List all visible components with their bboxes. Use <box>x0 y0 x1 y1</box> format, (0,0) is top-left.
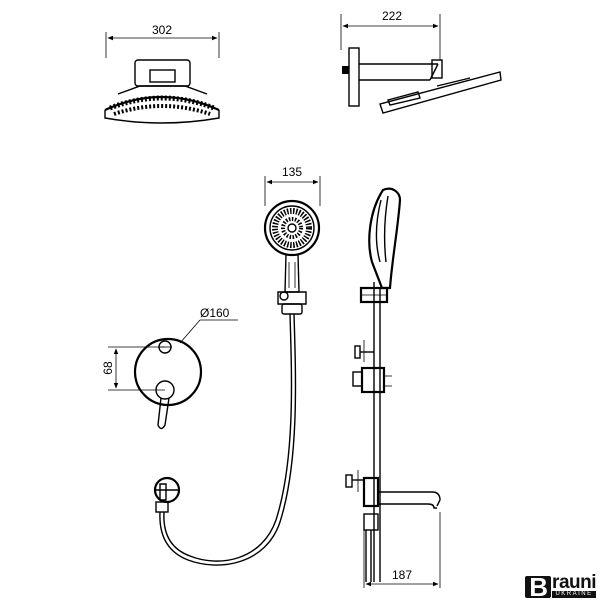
dimension-diameter-label: Ø160 <box>200 306 230 320</box>
hand-shower-assembly: 135 <box>153 165 321 566</box>
wall-outlet <box>153 476 181 513</box>
bath-spout <box>345 470 441 509</box>
shower-column-side-view: 187 <box>345 187 441 588</box>
handshower-spray-face <box>272 208 312 248</box>
logo-letter: B <box>525 574 552 600</box>
overhead-shower-front-view: 302 <box>104 23 220 124</box>
logo-text: rauni <box>552 572 596 593</box>
dimension-68-label: 68 <box>101 361 115 375</box>
overhead-shower-side-view: 222 <box>340 9 502 114</box>
mixer-plate: Ø160 68 <box>101 306 238 430</box>
brauni-logo: B rauni UKRAINE <box>525 572 596 600</box>
overhead-nozzles <box>109 95 215 116</box>
dimension-187-label: 187 <box>392 568 412 582</box>
dimension-302-label: 302 <box>152 23 172 37</box>
logo-subtext: UKRAINE <box>552 591 596 598</box>
dimension-135-label: 135 <box>282 165 302 179</box>
dimension-222-label: 222 <box>382 9 402 23</box>
